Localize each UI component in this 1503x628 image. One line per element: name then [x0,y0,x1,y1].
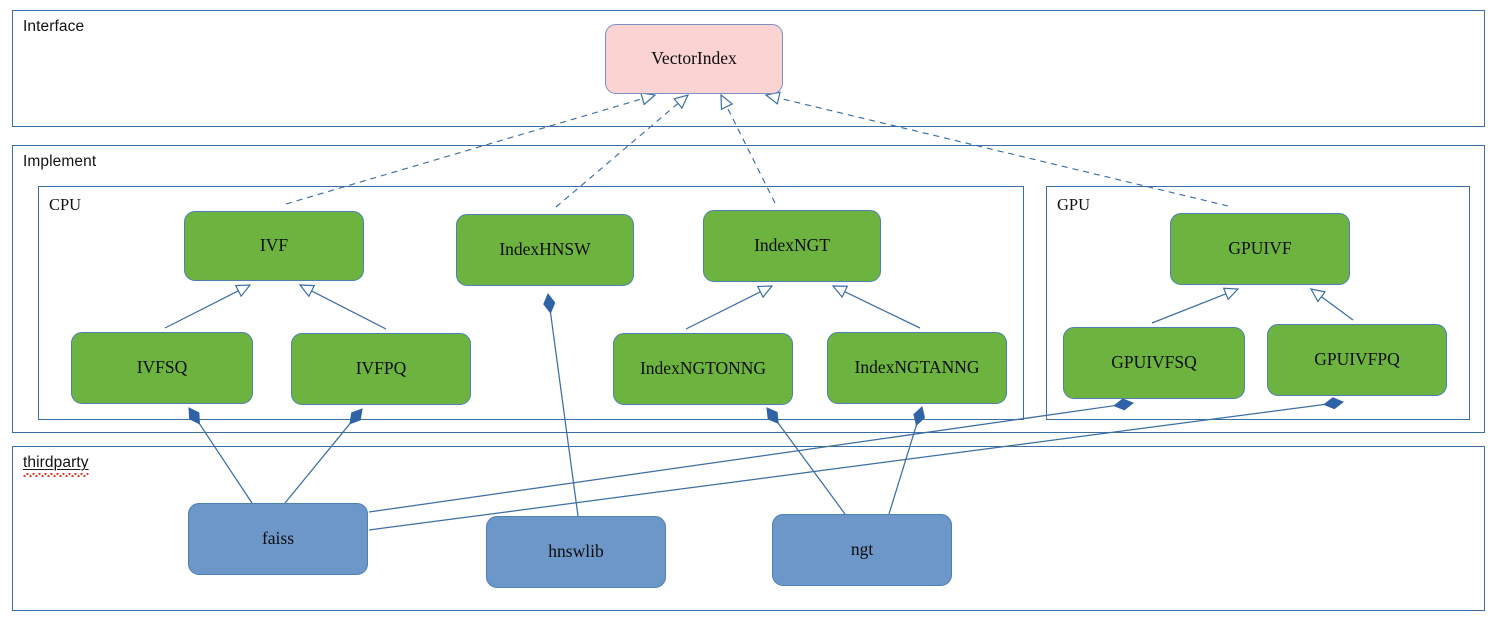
node-gpuivfpq[interactable]: GPUIVFPQ [1267,324,1447,396]
container-label-interface: Interface [23,18,85,35]
node-indexngtonng[interactable]: IndexNGTONNG [613,333,793,405]
node-faiss[interactable]: faiss [188,503,368,575]
node-vectorindex[interactable]: VectorIndex [605,24,783,94]
node-ivfpq[interactable]: IVFPQ [291,333,471,405]
node-ngt[interactable]: ngt [772,514,952,586]
node-indexhnsw[interactable]: IndexHNSW [456,214,634,286]
node-gpuivfsq[interactable]: GPUIVFSQ [1063,327,1245,399]
container-label-implement: Implement [23,153,97,170]
spellcheck-underline: thirdparty [23,454,89,477]
node-indexngtanng[interactable]: IndexNGTANNG [827,332,1007,404]
subcontainer-label-gpu: GPU [1057,195,1091,214]
node-ivfsq[interactable]: IVFSQ [71,332,253,404]
container-label-thirdparty: thirdparty [23,454,89,477]
subcontainer-label-cpu: CPU [49,195,82,214]
node-indexngt[interactable]: IndexNGT [703,210,881,282]
node-gpuivf[interactable]: GPUIVF [1170,213,1350,285]
node-ivf[interactable]: IVF [184,211,364,281]
node-hnswlib[interactable]: hnswlib [486,516,666,588]
